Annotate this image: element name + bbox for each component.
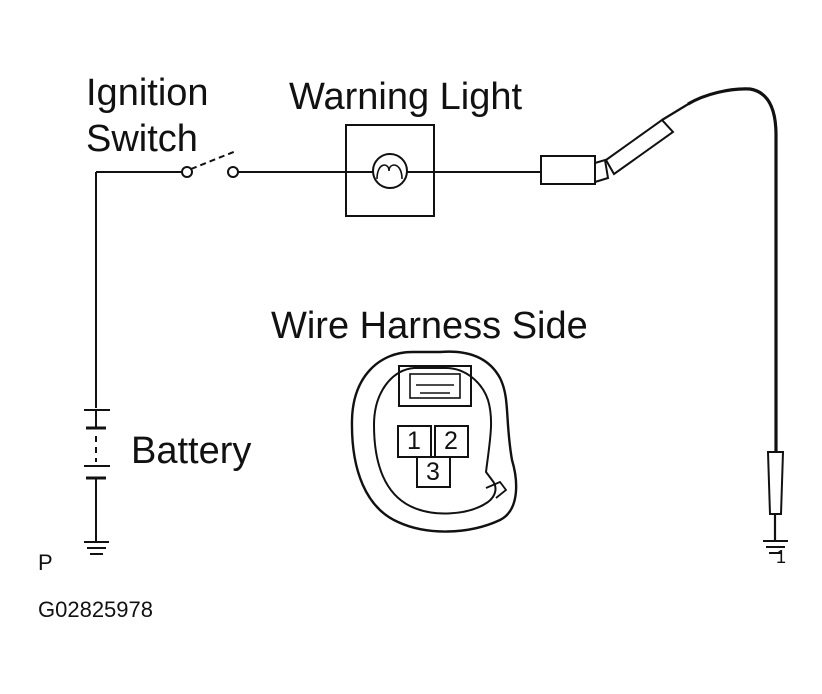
- connector-neck: [594, 158, 610, 184]
- right-ground: [763, 540, 788, 554]
- wire-harness-side-label: Wire Harness Side: [271, 305, 588, 347]
- left-ground: [84, 541, 109, 555]
- probe-shaft: [604, 118, 675, 176]
- connector-pin-1: 1: [407, 427, 421, 455]
- connector-latch: [398, 365, 472, 407]
- pin-cell-3: [416, 456, 451, 488]
- connector-latch-detail: [416, 384, 454, 394]
- battery-label: Battery: [131, 430, 252, 472]
- connector-pin-2: 2: [444, 427, 458, 455]
- switch-contact-left: [181, 166, 193, 178]
- warning-light-box: [345, 124, 435, 217]
- connector-body: [540, 155, 596, 185]
- bulb-filament: [376, 164, 403, 180]
- connector-latch-inner: [409, 373, 461, 399]
- switch-contact-right: [227, 166, 239, 178]
- pin-cell-1: [397, 425, 432, 458]
- connector-key-notch: [485, 480, 508, 499]
- connector-face-outer: [350, 350, 518, 533]
- page-marker: P: [38, 550, 53, 575]
- pin-cell-2: [434, 425, 469, 458]
- ignition-switch-label-line2: Switch: [86, 118, 198, 160]
- connector-face-inner: [372, 367, 497, 515]
- lead-wire: [687, 87, 778, 452]
- connector-pin-3: 3: [426, 458, 440, 486]
- ground-ref-label: 1: [776, 547, 787, 567]
- figure-code: G02825978: [38, 597, 153, 622]
- lead-terminal: [766, 451, 785, 515]
- ignition-switch-label-line1: Ignition: [86, 72, 209, 114]
- switch-lever: [190, 150, 237, 170]
- probe-tip: [661, 102, 691, 121]
- warning-light-label: Warning Light: [289, 76, 523, 118]
